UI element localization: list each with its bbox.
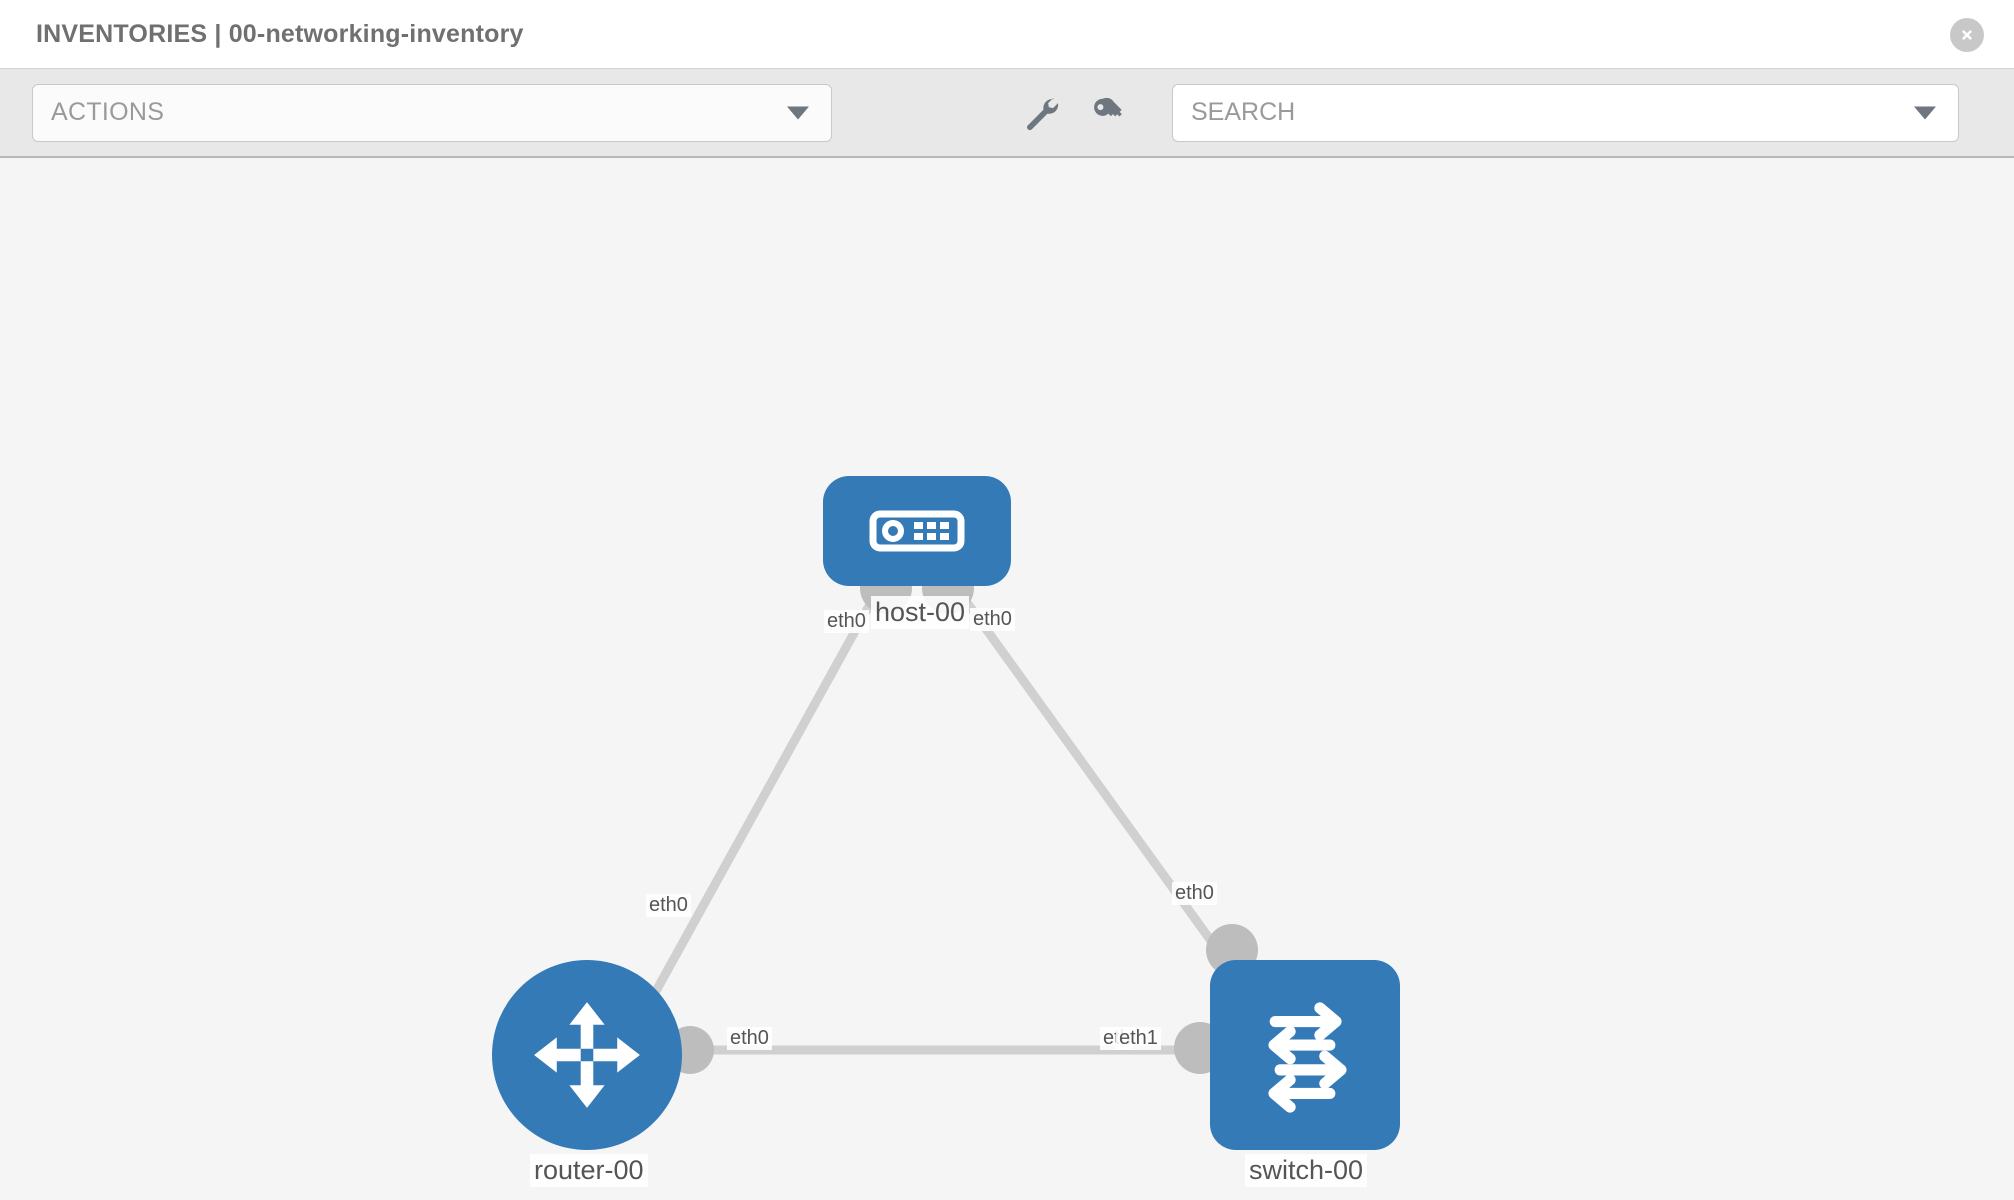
toolbar: ACTIONS <box>0 68 2014 158</box>
chevron-down-icon <box>787 106 809 119</box>
search-chevron-down-icon[interactable] <box>1914 106 1936 119</box>
edge-label-router-eth0-up: eth0 <box>646 894 691 917</box>
edge-label-host-eth0-right: eth0 <box>970 608 1015 631</box>
toolbar-icon-group <box>1022 94 1128 132</box>
edge-label-host-eth0-left: eth0 <box>824 610 869 633</box>
key-icon[interactable] <box>1090 94 1128 132</box>
wrench-icon[interactable] <box>1022 94 1060 132</box>
search-field[interactable] <box>1172 83 1959 142</box>
search-input[interactable] <box>1191 98 1940 127</box>
node-host-00[interactable] <box>823 476 1011 586</box>
edge-label-router-eth0: eth0 <box>727 1027 772 1050</box>
page-header: INVENTORIES | 00-networking-inventory <box>0 0 2014 68</box>
link-host-switch[interactable] <box>951 583 1236 973</box>
server-icon <box>869 510 965 552</box>
topology-canvas[interactable]: host-00 router-00 switch-00 eth0 eth0 et… <box>0 158 2014 1200</box>
node-label-switch-00: switch-00 <box>1245 1154 1368 1187</box>
topology-graph <box>636 562 1258 1074</box>
node-switch-00[interactable] <box>1210 960 1400 1150</box>
router-arrows-icon <box>534 1002 640 1108</box>
close-icon <box>1962 30 1972 40</box>
edge-label-switch-eth1: eth1 <box>1116 1027 1161 1050</box>
page-title: INVENTORIES | 00-networking-inventory <box>36 19 524 48</box>
node-label-host-00: host-00 <box>871 596 970 629</box>
link-host-router[interactable] <box>636 583 884 1023</box>
actions-dropdown[interactable]: ACTIONS <box>32 83 832 142</box>
node-label-router-00: router-00 <box>530 1154 648 1187</box>
close-button[interactable] <box>1950 18 1984 52</box>
node-router-00[interactable] <box>492 960 682 1150</box>
edge-label-switch-eth0-up: eth0 <box>1172 882 1217 905</box>
actions-dropdown-label: ACTIONS <box>51 98 165 126</box>
switch-arrows-icon <box>1268 1002 1347 1113</box>
